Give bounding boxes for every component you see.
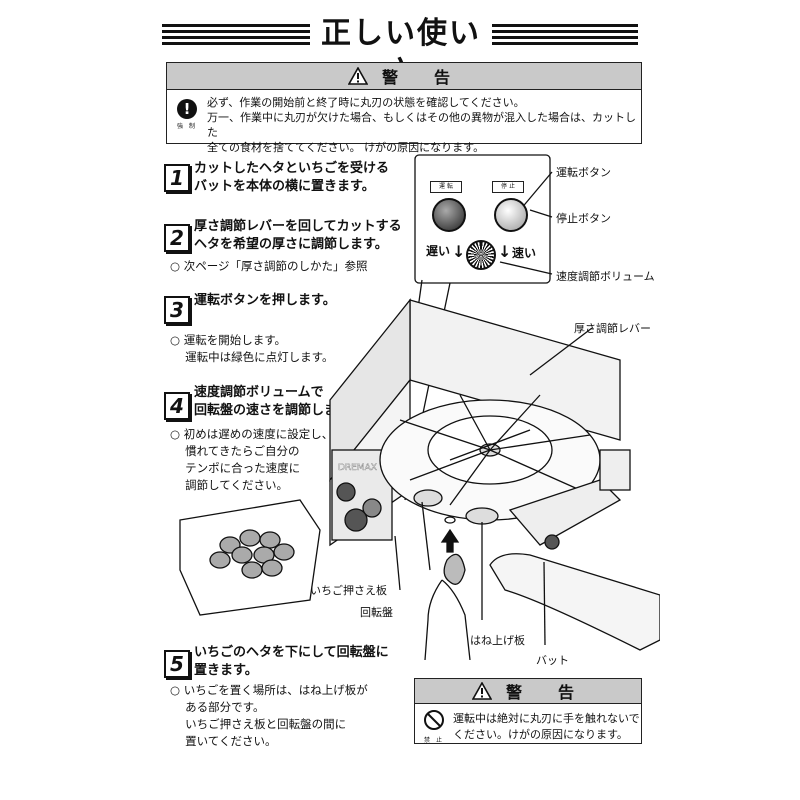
machine-illustration: DREMAX xyxy=(179,154,660,660)
arrow-left-icon: ↓ xyxy=(452,242,466,261)
warning-triangle-icon xyxy=(347,67,368,85)
callout-thickness-lever: 厚さ調節レバー xyxy=(574,322,651,335)
step-5-note: ○ いちごを置く場所は、はね上げ板が ある部分です。 いちご押さえ板と回転盤の間… xyxy=(170,683,368,748)
step-4-text: 速度調節ボリュームで回転盤の速さを調節します。 xyxy=(194,385,362,418)
callout-turntable: 回転盤 xyxy=(360,606,393,619)
warning-header-bottom: 警 告 xyxy=(415,679,641,704)
step-number-4: 4 xyxy=(164,392,190,420)
slow-label: 遅い xyxy=(426,244,451,258)
warning-box-top: 警 告 ! 強 制 必ず、作業の開始前と終了時に丸刃の状態を確認してください。 … xyxy=(166,62,642,154)
warning-triangle-icon xyxy=(471,682,492,700)
step-number-1: 1 xyxy=(164,164,190,192)
run-label: 運 転 xyxy=(430,181,462,193)
callout-strawberry-plate: いちご押さえ板 xyxy=(310,584,387,597)
stop-label: 停 止 xyxy=(492,181,524,193)
mandatory-icon: ! 強 制 xyxy=(177,99,197,130)
step-4-note: ○ 初めは遅めの速度に設定し、 慣れてきたらご自分の テンポに合った速度に 調節… xyxy=(170,427,334,492)
warning-header: 警 告 xyxy=(167,63,641,90)
prohibit-icon: 禁 止 xyxy=(423,709,445,744)
step-1-text: カットしたヘタといちごを受けるバットを本体の横に置きます。 xyxy=(194,161,390,194)
step-5-text: いちごのヘタを下にして回転盤に置きます。 xyxy=(194,645,389,678)
warning-body: 必ず、作業の開始前と終了時に丸刃の状態を確認してください。 万一、作業中に丸刃が… xyxy=(207,96,636,154)
step-3-note: ○ 運転を開始します。 運転中は緑色に点灯します。 xyxy=(170,333,334,364)
machine-brand-text: DREMAX xyxy=(338,463,377,473)
fast-label: 速い xyxy=(512,246,537,260)
callout-tray: バット xyxy=(536,654,569,667)
warning-heading-bottom: 警 告 xyxy=(505,683,584,702)
step-2-text: 厚さ調節レバーを回してカットするヘタを希望の厚さに調節します。 xyxy=(194,219,402,252)
callout-run-button: 運転ボタン xyxy=(556,166,611,179)
step-number-5: 5 xyxy=(164,650,190,678)
title-decoration-right xyxy=(492,24,638,46)
arrow-right-icon: ↓ xyxy=(498,242,512,261)
speed-volume-knob[interactable] xyxy=(466,240,496,270)
warning-body-bottom: 運転中は絶対に丸刃に手を触れないで ください。けがの原因になります。 xyxy=(453,712,640,741)
title-decoration-left xyxy=(162,24,310,46)
callout-stop-button: 停止ボタン xyxy=(556,212,611,225)
step-2-note: ○ 次ページ「厚さ調節のしかた」参照 xyxy=(170,259,368,273)
callout-flip-plate: はね上げ板 xyxy=(470,634,525,647)
step-number-2: 2 xyxy=(164,224,190,252)
step-number-3: 3 xyxy=(164,296,190,324)
stop-button[interactable] xyxy=(494,198,528,232)
run-button[interactable] xyxy=(432,198,466,232)
warning-heading: 警 告 xyxy=(381,68,460,87)
warning-box-bottom: 警 告 禁 止 運転中は絶対に丸刃に手を触れないで ください。けがの原因になりま… xyxy=(414,678,642,744)
step-3-text: 運転ボタンを押します。 xyxy=(194,293,336,308)
callout-speed-volume: 速度調節ボリューム xyxy=(556,270,655,283)
